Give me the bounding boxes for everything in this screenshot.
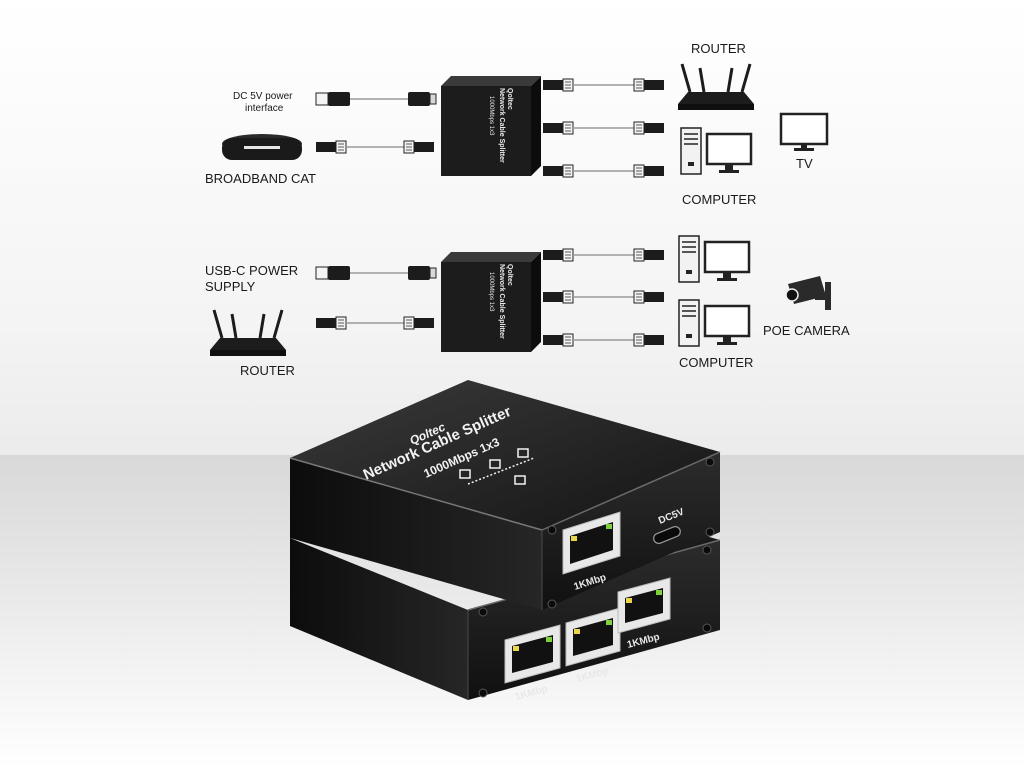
usbc-power-label-1: USB-C POWER	[205, 263, 298, 278]
output-cables-top	[542, 78, 665, 178]
computer-icon	[679, 126, 753, 176]
usb-power-cable	[315, 91, 437, 107]
splitter-brand: Qoltec	[506, 88, 513, 110]
splitter-subtitle: 1000Mbps 1x3	[488, 272, 494, 312]
usb-a-plug-icon	[315, 265, 351, 281]
tv-icon	[779, 112, 829, 151]
output-cables-bottom	[542, 248, 665, 347]
splitter-unit-top: Qoltec Network Cable Splitter 1000Mbps 1…	[289, 380, 721, 610]
splitter-title: Network Cable Splitter	[498, 264, 505, 339]
tv-label: TV	[796, 156, 813, 171]
splitter-subtitle: 1000Mbps 1x3	[488, 96, 494, 136]
dc-plug-icon	[407, 91, 437, 107]
rj45-port-input: 1KMbp	[562, 511, 621, 593]
input-lan-cable	[315, 140, 435, 154]
input-lan-cable-2	[315, 316, 435, 330]
poe-camera-label: POE CAMERA	[763, 323, 850, 338]
broadband-cat-icon	[222, 134, 302, 160]
dc-power-label-1: DC 5V power	[233, 91, 293, 102]
splitter-brand: Qoltec	[506, 264, 513, 286]
router-icon-2	[208, 308, 288, 358]
topology-icon	[459, 448, 535, 485]
splitter-device-small-1: Qoltec Network Cable Splitter 1000Mbps 1…	[441, 76, 541, 176]
computer-label: COMPUTER	[682, 192, 756, 207]
router-label: ROUTER	[691, 41, 746, 56]
diagram-top: DC 5V power interface BROADBAND CAT Qolt…	[205, 41, 829, 207]
splitter-device-small-2: Qoltec Network Cable Splitter 1000Mbps 1…	[441, 252, 541, 352]
usbc-power-label-2: SUPPLY	[205, 279, 256, 294]
usbc-power-cable	[315, 265, 437, 281]
computer-label-2: COMPUTER	[679, 355, 753, 370]
product-photo: 1KMbp 1KMbp 1KMbp	[289, 380, 721, 703]
router-label-2: ROUTER	[240, 363, 295, 378]
usb-c-plug-icon	[407, 265, 437, 281]
poe-camera-icon	[785, 276, 831, 310]
router-icon	[676, 62, 756, 112]
rj45-plug-icon	[403, 140, 435, 154]
dc-power-label-2: interface	[245, 103, 284, 114]
diagram-bottom: USB-C POWER SUPPLY ROUTER Qoltec Network…	[205, 234, 850, 378]
rj45-port-1: 1KMbp	[504, 624, 561, 703]
computer-icon-1	[677, 234, 751, 284]
usb-a-plug-icon	[315, 91, 351, 107]
broadband-cat-label: BROADBAND CAT	[205, 171, 316, 186]
computer-icon-2	[677, 298, 751, 348]
splitter-title: Network Cable Splitter	[498, 88, 505, 163]
rj45-plug-icon	[315, 140, 347, 154]
